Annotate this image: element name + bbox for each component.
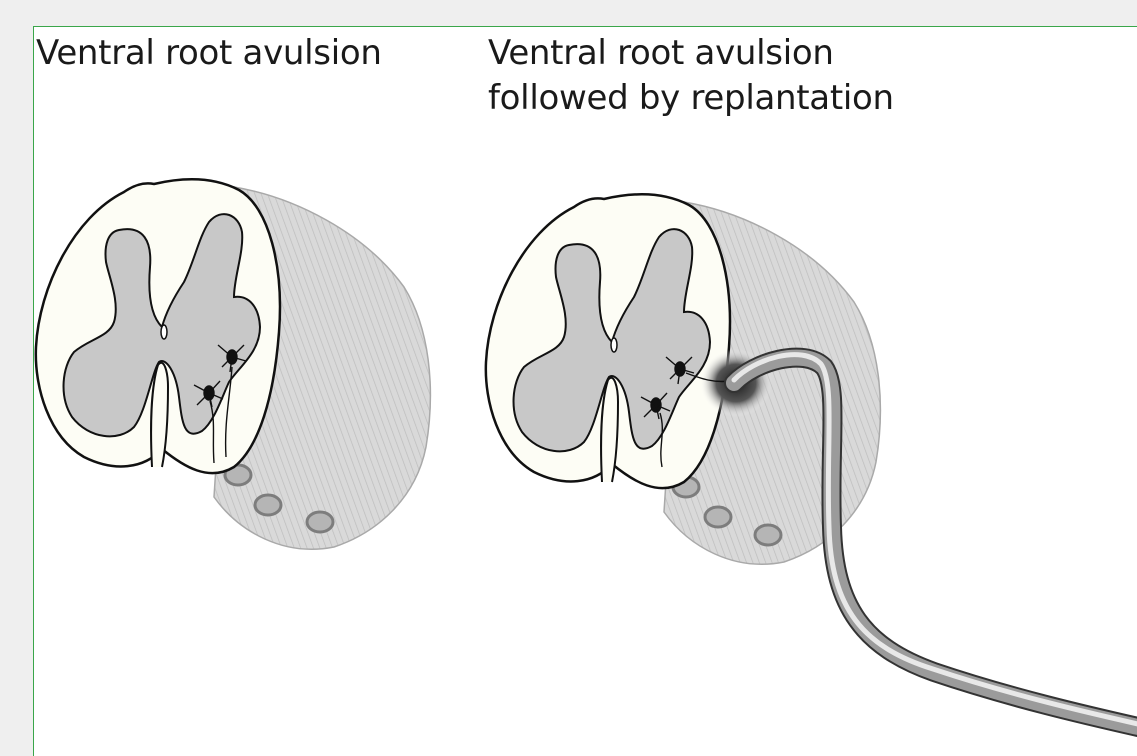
root-stump-2 [255,495,281,515]
spinal-cord-avulsion [36,179,431,549]
root-stump-2 [705,507,731,527]
central-canal [611,338,617,352]
central-canal [161,325,167,339]
root-stump-3 [307,512,333,532]
figure-canvas: Ventral root avulsion Ventral root avuls… [33,26,1137,756]
spinal-cord-replantation [486,194,1137,727]
root-stump-3 [755,525,781,545]
diagram-svg [34,27,1137,748]
